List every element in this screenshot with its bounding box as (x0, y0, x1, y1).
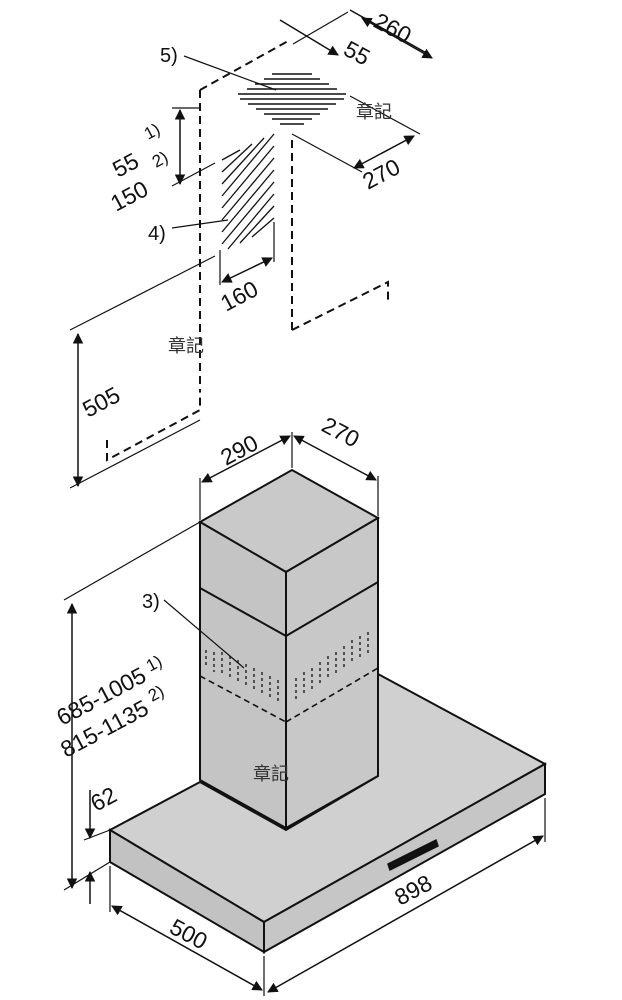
vent-area-hatch (232, 64, 350, 134)
svg-text:270: 270 (318, 411, 364, 452)
svg-text:500: 500 (166, 913, 212, 954)
callout-4: 4) (148, 219, 229, 245)
svg-text:2): 2) (149, 148, 171, 172)
callout-3: 3) (142, 591, 245, 669)
watermark-top: 章記 (356, 102, 392, 123)
dimension-55-150: 55 1) 150 2) (106, 107, 216, 216)
svg-text:5): 5) (160, 45, 178, 67)
chimney-perforations (205, 632, 369, 704)
svg-text:62: 62 (86, 781, 121, 816)
svg-text:1): 1) (141, 120, 163, 144)
wall-area-hatch (221, 133, 275, 250)
svg-text:270: 270 (358, 153, 404, 194)
dimension-160: 160 (216, 222, 275, 316)
dimension-505: 505 (69, 255, 216, 489)
chimney (197, 468, 381, 830)
svg-text:150: 150 (106, 175, 152, 216)
svg-text:505: 505 (78, 381, 124, 422)
watermark-middle: 章記 (168, 336, 204, 357)
dimension-55-top: 55 (279, 19, 375, 70)
mounting-frame-outline (106, 39, 389, 462)
svg-text:1): 1) (143, 652, 165, 676)
svg-text:55: 55 (340, 35, 375, 70)
svg-text:3): 3) (142, 591, 160, 613)
svg-text:4): 4) (148, 223, 166, 245)
callout-5: 5) (160, 45, 277, 91)
svg-text:290: 290 (216, 429, 262, 470)
watermark-bottom: 章記 (253, 764, 289, 785)
